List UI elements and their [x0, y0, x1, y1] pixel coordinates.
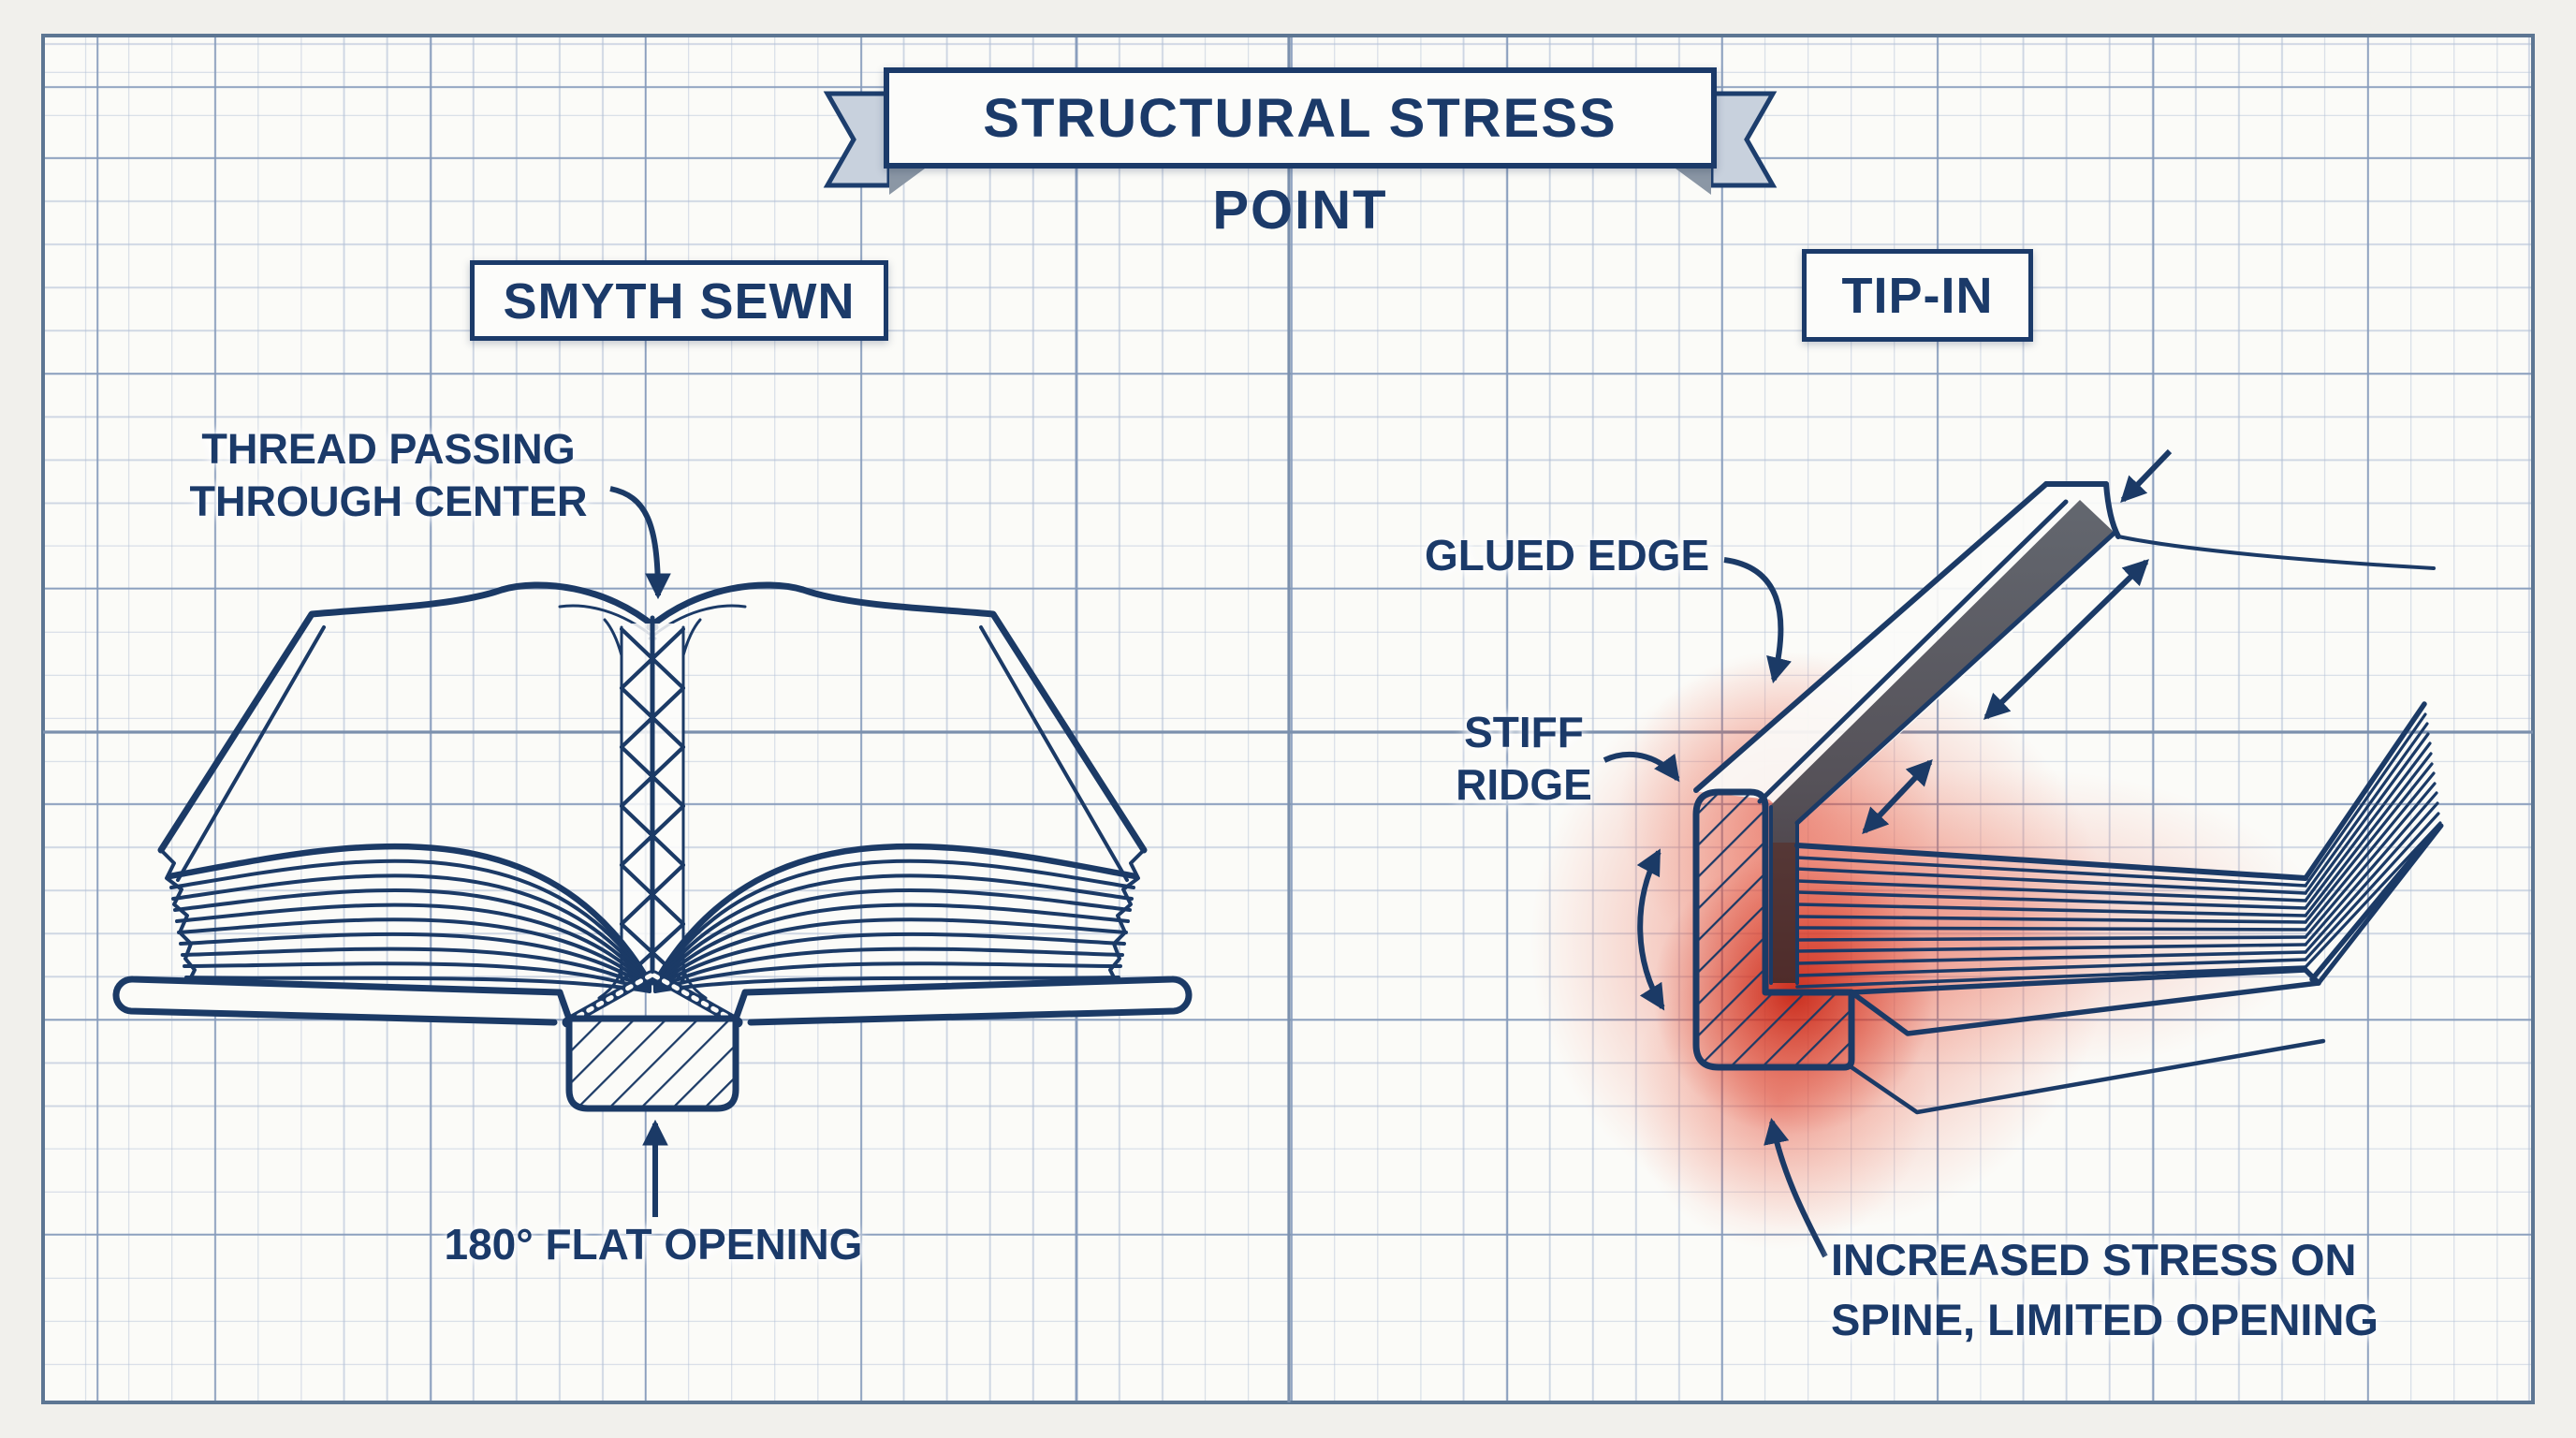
flat-opening-label: 180° FLAT OPENING [444, 1220, 863, 1269]
tip-in-heading-text: TIP-IN [1841, 268, 1994, 324]
stiff-ridge-arrow-icon [1603, 751, 1680, 783]
increased-stress-label: INCREASED STRESS ON SPINE, LIMITED OPENI… [1831, 1230, 2378, 1350]
increased-stress-label-line2: SPINE, LIMITED OPENING [1831, 1295, 2378, 1344]
title-ribbon-tails [823, 91, 1778, 195]
tip-in-book-drawing [1692, 481, 2444, 1115]
glued-edge-arrow-icon [1723, 557, 1792, 684]
thread-label-arrow-icon [609, 486, 671, 600]
tip-in-heading: TIP-IN [1802, 249, 2033, 342]
thread-passing-label-line1: THREAD PASSING [201, 425, 576, 473]
smyth-sewn-book-drawing [112, 581, 1193, 1112]
tip-pressure-arrow-icon [2120, 448, 2173, 503]
center-axis-lines [43, 37, 2533, 1402]
thread-passing-label-line2: THROUGH CENTER [189, 477, 588, 525]
stiff-ridge-label-line2: RIDGE [1456, 760, 1592, 809]
stress-label-arrow-icon [1764, 1117, 1828, 1258]
thread-passing-label: THREAD PASSING THROUGH CENTER [168, 423, 608, 528]
title-text: STRUCTURAL STRESS POINT [983, 88, 1617, 241]
increased-stress-label-line1: INCREASED STRESS ON [1831, 1235, 2357, 1284]
glued-edge-label: GLUED EDGE [1425, 531, 1710, 580]
shear-double-arrow-icon [1862, 559, 2149, 835]
stiff-ridge-label-line1: STIFF [1464, 708, 1584, 756]
stiff-ridge-label: STIFF RIDGE [1449, 706, 1599, 811]
title-banner: STRUCTURAL STRESS POINT [884, 67, 1717, 241]
smyth-sewn-heading: SMYTH SEWN [470, 260, 888, 341]
smyth-sewn-heading-text: SMYTH SEWN [503, 273, 856, 330]
flex-rotation-arrow-icon [1636, 848, 1665, 1011]
